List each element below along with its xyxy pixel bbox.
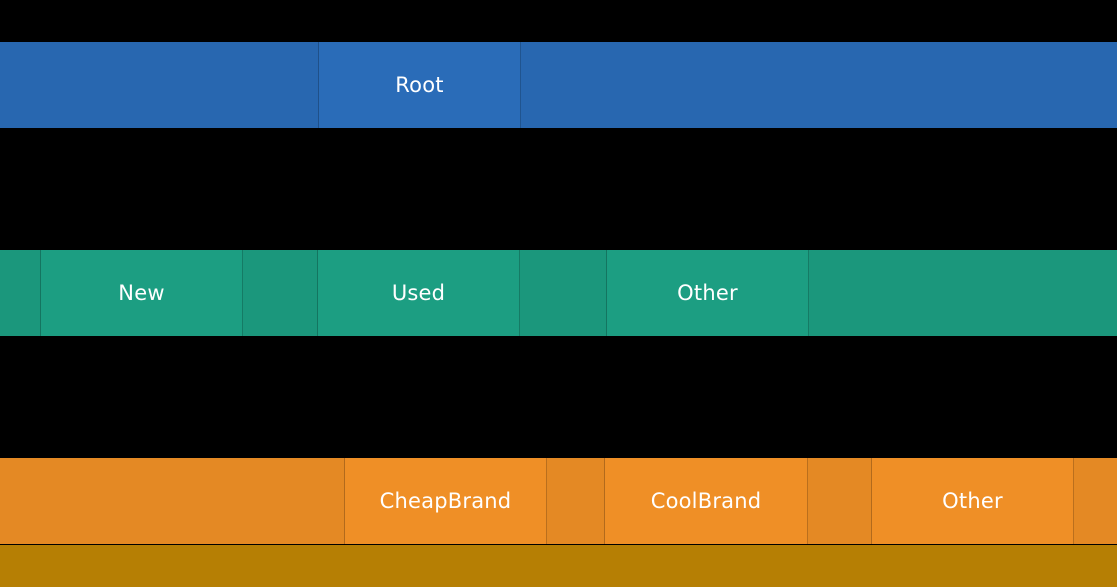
icicle-level-2: CheapBrand CoolBrand Other (0, 458, 1117, 544)
icicle-node-unlabeled[interactable] (1074, 458, 1117, 544)
icicle-node-unlabeled[interactable] (0, 458, 345, 544)
icicle-node-unlabeled[interactable] (0, 250, 41, 336)
icicle-level-1: New Used Other (0, 250, 1117, 336)
icicle-level-3 (0, 545, 1117, 587)
icicle-node-other[interactable]: Other (872, 458, 1074, 544)
icicle-node-unlabeled[interactable] (0, 42, 319, 128)
icicle-node-used[interactable]: Used (318, 250, 520, 336)
icicle-node-label: CoolBrand (650, 488, 762, 513)
icicle-level-0: Root (0, 42, 1117, 128)
icicle-node-unlabeled[interactable] (808, 458, 872, 544)
icicle-node-coolbrand[interactable]: CoolBrand (605, 458, 808, 544)
icicle-node-unlabeled[interactable] (243, 250, 318, 336)
icicle-node-root[interactable]: Root (319, 42, 521, 128)
icicle-node-label: Other (942, 488, 1003, 513)
icicle-node-label: Other (677, 280, 738, 305)
icicle-node-unlabeled[interactable] (547, 458, 605, 544)
icicle-node-unlabeled[interactable] (521, 42, 1117, 128)
icicle-node-unlabeled[interactable] (809, 250, 1117, 336)
icicle-node-cheapbrand[interactable]: CheapBrand (345, 458, 547, 544)
icicle-node-label: Used (391, 280, 446, 305)
icicle-node-new[interactable]: New (41, 250, 243, 336)
icicle-node-other[interactable]: Other (607, 250, 809, 336)
icicle-node-unlabeled[interactable] (0, 545, 1117, 587)
icicle-node-unlabeled[interactable] (520, 250, 607, 336)
icicle-node-label: Root (395, 72, 444, 97)
icicle-node-label: CheapBrand (379, 488, 512, 513)
icicle-node-label: New (118, 280, 165, 305)
